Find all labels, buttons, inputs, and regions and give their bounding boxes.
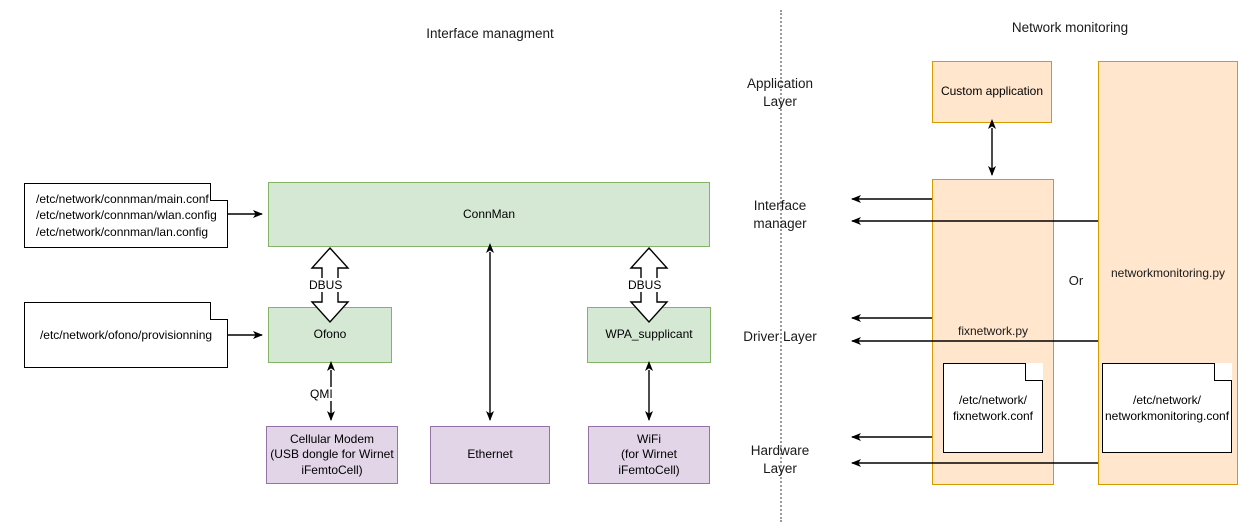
networkmonitoring-panel-label: networkmonitoring.py: [1110, 266, 1226, 280]
ethernet-box[interactable]: Ethernet: [430, 426, 550, 484]
custom-application-box[interactable]: Custom application: [932, 61, 1052, 123]
layer-label-driver-layer: Driver Layer: [743, 328, 817, 344]
networkmonitoring-conf-note-text: /etc/network/ networkmonitoring.conf: [1104, 392, 1230, 423]
dbus-label-connman-ofono: DBUS: [308, 278, 344, 292]
wifi-box[interactable]: WiFi (for Wirnet iFemtoCell): [588, 426, 710, 484]
note-fold-icon: [1214, 363, 1232, 381]
ethernet-box-label: Ethernet: [467, 447, 513, 462]
custom-application-box-label: Custom application: [940, 84, 1044, 99]
qmi-label-ofono-modem: QMI: [308, 387, 335, 401]
networkmonitoring-conf-note: /etc/network/ networkmonitoring.conf: [1102, 363, 1232, 453]
note-body: [24, 183, 228, 248]
wpa-supplicant-box-label: WPA_supplicant: [605, 327, 693, 342]
cellular-modem-box[interactable]: Cellular Modem (USB dongle for Wirnet iF…: [266, 426, 398, 484]
note-body: [24, 302, 228, 368]
layer-label-interface-manager: Interface manager: [753, 197, 807, 231]
right-section-title: Network monitoring: [1011, 20, 1129, 35]
dbus-label-connman-wpa: DBUS: [627, 278, 663, 292]
connman-box-label: ConnMan: [462, 206, 516, 221]
connman-box[interactable]: ConnMan: [268, 182, 710, 247]
note-body: [1102, 363, 1232, 453]
fixnetwork-panel-label: fixnetwork.py: [957, 324, 1029, 338]
note-body: [943, 363, 1043, 453]
layer-label-application-layer: Application Layer: [746, 75, 814, 109]
ofono-config-note-text: /etc/network/ofono/provisionning: [39, 327, 213, 342]
layer-label-hardware-layer: Hardware Layer: [750, 442, 810, 476]
ofono-box[interactable]: Ofono: [268, 307, 392, 363]
section-divider: [780, 10, 782, 522]
note-fold-icon: [210, 183, 228, 201]
connman-config-note: /etc/network/connman/main.conf /etc/netw…: [24, 183, 228, 248]
fixnetwork-conf-note-text: /etc/network/ fixnetwork.conf: [952, 392, 1034, 423]
cellular-modem-box-label: Cellular Modem (USB dongle for Wirnet iF…: [270, 431, 394, 477]
left-section-title: Interface managment: [426, 26, 554, 41]
or-label: Or: [1068, 273, 1084, 288]
fixnetwork-conf-note: /etc/network/ fixnetwork.conf: [943, 363, 1043, 453]
note-fold-icon: [210, 302, 228, 320]
wifi-box-label: WiFi (for Wirnet iFemtoCell): [618, 431, 680, 477]
ofono-box-label: Ofono: [313, 327, 347, 342]
ofono-config-note: /etc/network/ofono/provisionning: [24, 302, 228, 368]
connman-config-note-text: /etc/network/connman/main.conf /etc/netw…: [36, 192, 217, 239]
note-fold-icon: [1025, 363, 1043, 381]
wpa-supplicant-box[interactable]: WPA_supplicant: [587, 307, 711, 363]
